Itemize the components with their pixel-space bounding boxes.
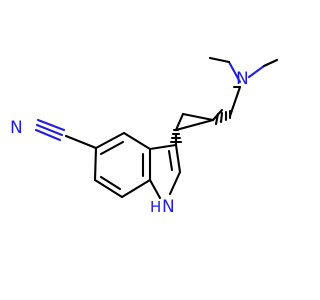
pyrrole-ring: [148, 143, 182, 200]
atom-label-indole-n: N: [162, 197, 175, 217]
cyclopropane-ring: [169, 108, 232, 147]
atom-label-indole-h: H: [150, 198, 161, 216]
nitrile-group: N: [10, 118, 98, 150]
atom-label-nitrile-n: N: [10, 118, 23, 138]
dimethylaminomethyl-chain: N: [208, 56, 279, 118]
molecule-structure: N N N H: [10, 56, 279, 217]
benzene-ring: [93, 131, 152, 199]
indole-nh: N H: [150, 197, 175, 217]
atom-label-amine-n: N: [236, 69, 249, 89]
